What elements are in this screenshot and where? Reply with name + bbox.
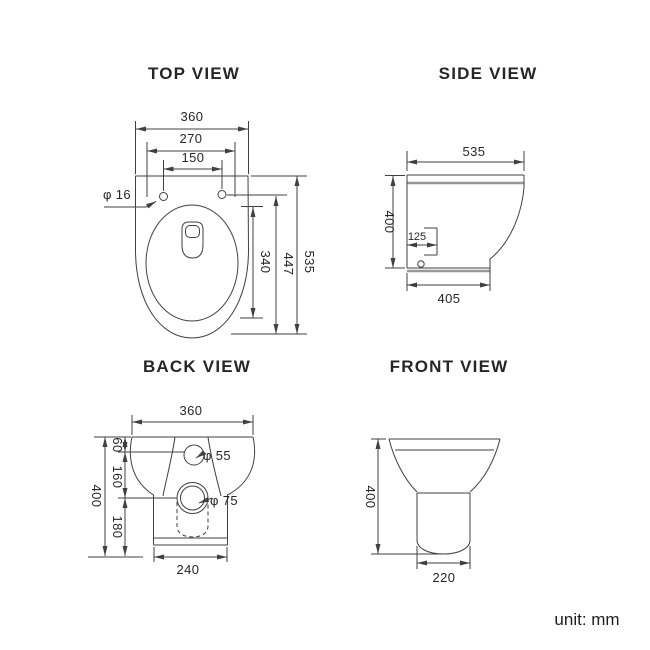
front-view-dimension-lines <box>375 439 470 566</box>
top-view-title: TOP VIEW <box>148 64 240 83</box>
dim-label: 447 <box>281 253 296 276</box>
dim-label: 180 <box>110 516 125 539</box>
side-view-extension-lines <box>385 151 525 291</box>
back-view-title: BACK VIEW <box>143 357 251 376</box>
fixing-bracket-detail <box>424 227 438 256</box>
top-view: TOP VIEW <box>103 64 317 339</box>
dim-label: 535 <box>463 144 486 159</box>
dim-label: 360 <box>181 109 204 124</box>
back-view-dimension-lines <box>102 419 253 560</box>
dim-label: 400 <box>363 486 378 509</box>
front-view-title: FRONT VIEW <box>390 357 509 376</box>
toilet-pan-outline <box>135 175 250 339</box>
inner-right-line <box>207 436 222 497</box>
dim-label: 400 <box>89 485 104 508</box>
dim-label: 340 <box>258 251 273 274</box>
dim-label: 270 <box>180 131 203 146</box>
dim-label: 160 <box>110 466 125 489</box>
top-view-dimension-lines <box>104 126 300 334</box>
seat-fixing-hole-right <box>217 190 227 199</box>
dim-label: 240 <box>177 562 200 577</box>
dim-label: 400 <box>382 211 397 234</box>
dim-label: φ 55 <box>203 448 231 463</box>
flush-inlet-outline <box>185 225 200 238</box>
dim-label: 405 <box>438 291 461 306</box>
bowl-opening-ellipse <box>145 204 239 322</box>
inner-left-line <box>162 436 176 497</box>
front-view: FRONT VIEW 400 220 <box>363 357 509 585</box>
outer-left-line <box>129 436 154 545</box>
unit-note: unit: mm <box>554 610 619 629</box>
bowl-right-line <box>469 438 501 493</box>
waste-outlet-outer <box>176 482 209 514</box>
waste-outlet-inner <box>180 485 205 511</box>
fixing-hole-detail <box>417 260 425 268</box>
leader-line-hole-dia <box>104 201 157 209</box>
leader-line-outlet-dia <box>198 497 213 504</box>
back-view: BACK VIEW <box>88 357 256 577</box>
outer-right-line <box>227 436 256 545</box>
dim-label: 150 <box>182 150 205 165</box>
trapway-hidden-line <box>176 502 209 538</box>
water-spot-outline <box>181 221 204 259</box>
back-profile-outline <box>129 436 256 546</box>
side-profile-outline <box>406 174 525 273</box>
dim-label: 535 <box>302 251 317 274</box>
side-view: SIDE VIEW 535 <box>382 64 538 306</box>
dim-label: 125 <box>408 231 426 243</box>
dim-label: φ 75 <box>210 493 238 508</box>
side-view-title: SIDE VIEW <box>439 64 538 83</box>
dim-label: 220 <box>433 570 456 585</box>
front-curve-line <box>489 175 525 268</box>
dim-label: φ 16 <box>103 187 131 202</box>
dim-label: 360 <box>180 403 203 418</box>
side-view-dimension-lines <box>390 159 524 288</box>
bowl-left-line <box>388 438 418 493</box>
front-profile-outline <box>388 438 501 555</box>
top-view-extension-lines <box>135 121 307 335</box>
front-view-extension-lines <box>371 438 471 569</box>
seat-fixing-hole-left <box>159 192 168 201</box>
dim-label: 60 <box>110 437 125 452</box>
leader-line-inlet-dia <box>195 450 206 459</box>
pedestal-bottom-curve <box>416 540 471 555</box>
